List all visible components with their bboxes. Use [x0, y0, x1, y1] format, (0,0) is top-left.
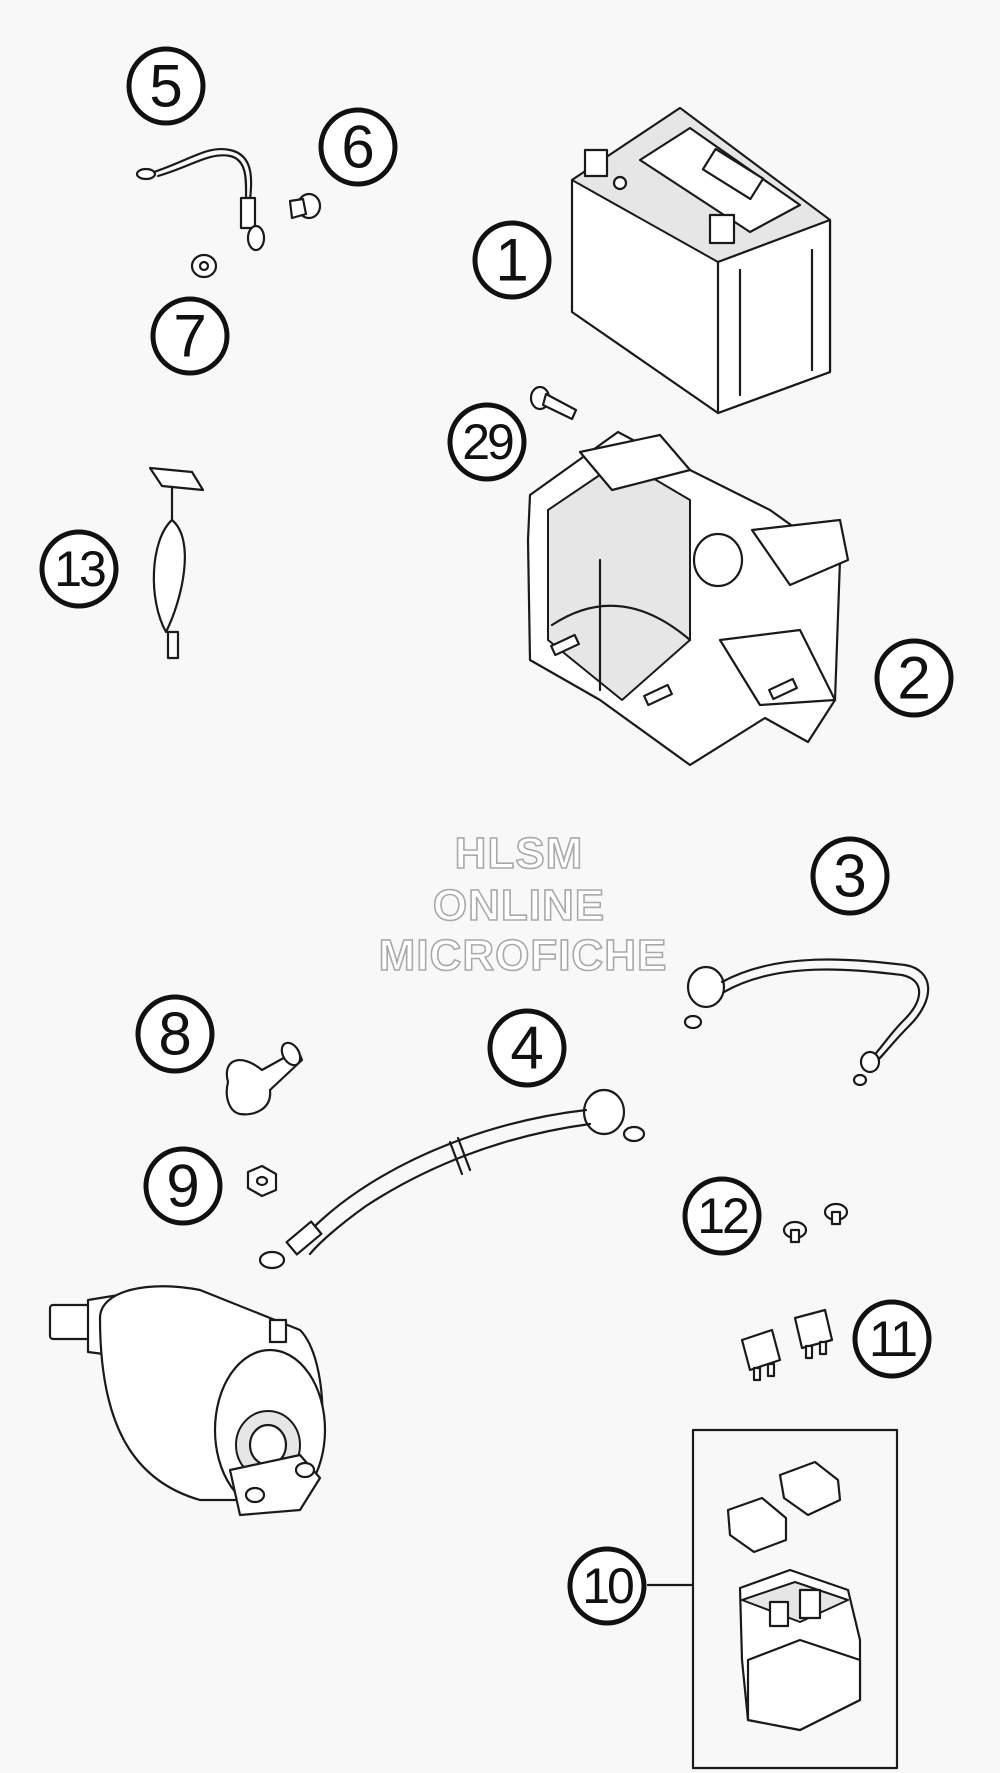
watermark-line-2: ONLINE — [433, 881, 605, 930]
callout-11[interactable]: 11 — [852, 1299, 932, 1379]
callout-3[interactable]: 3 — [810, 836, 890, 916]
negative-cable-3-part[interactable] — [683, 958, 930, 1087]
bolt-29-part[interactable] — [529, 385, 578, 421]
callout-2[interactable]: 2 — [874, 638, 954, 718]
screw-6-part[interactable] — [288, 192, 322, 220]
callout-13[interactable]: 13 — [39, 529, 119, 609]
callout-7[interactable]: 7 — [150, 296, 230, 376]
callout-10[interactable]: 10 — [567, 1546, 647, 1626]
screws-12-part[interactable] — [782, 1202, 849, 1244]
battery-tray-part[interactable] — [526, 430, 850, 767]
fuse-puller-13-part[interactable] — [148, 466, 205, 660]
callout-4[interactable]: 4 — [487, 1008, 567, 1088]
relay-kit-10-part[interactable] — [646, 1428, 899, 1770]
callout-6[interactable]: 6 — [318, 107, 398, 187]
callout-13-label: 13 — [54, 541, 105, 597]
fuses-11-part[interactable] — [740, 1308, 834, 1382]
starter-cable-4-part[interactable] — [258, 1088, 646, 1270]
callout-4-label: 4 — [510, 1015, 543, 1082]
callout-12-label: 12 — [697, 1188, 748, 1244]
callout-29-label: 29 — [462, 414, 513, 470]
callout-1-label: 1 — [495, 227, 528, 294]
watermark-line-1: HLSM — [455, 829, 584, 878]
callout-7-label: 7 — [173, 303, 206, 370]
callout-29[interactable]: 29 — [447, 402, 527, 482]
battery-part[interactable] — [570, 106, 832, 415]
callout-6-label: 6 — [341, 114, 374, 181]
callout-8[interactable]: 8 — [135, 994, 215, 1074]
callout-5[interactable]: 5 — [126, 46, 206, 126]
callout-8-label: 8 — [158, 1001, 191, 1068]
callout-5-label: 5 — [149, 53, 182, 120]
callout-2-label: 2 — [897, 645, 930, 712]
ground-cable-5-part[interactable] — [135, 147, 266, 252]
callout-11-label: 11 — [869, 1311, 916, 1367]
callout-12[interactable]: 12 — [682, 1176, 762, 1256]
callout-9-label: 9 — [166, 1153, 199, 1220]
callout-3-label: 3 — [833, 843, 866, 910]
nut-9-part[interactable] — [246, 1164, 278, 1198]
terminal-cap-8-part[interactable] — [225, 1040, 304, 1116]
watermark-line-3: MICROFICHE — [379, 931, 668, 980]
washer-7-part[interactable] — [190, 253, 218, 279]
callout-9[interactable]: 9 — [143, 1146, 223, 1226]
watermark: HLSM ONLINE MICROFICHE — [378, 828, 668, 981]
callout-10-label: 10 — [582, 1558, 633, 1614]
starter-motor-part[interactable] — [48, 1285, 327, 1517]
callout-1[interactable]: 1 — [472, 220, 552, 300]
